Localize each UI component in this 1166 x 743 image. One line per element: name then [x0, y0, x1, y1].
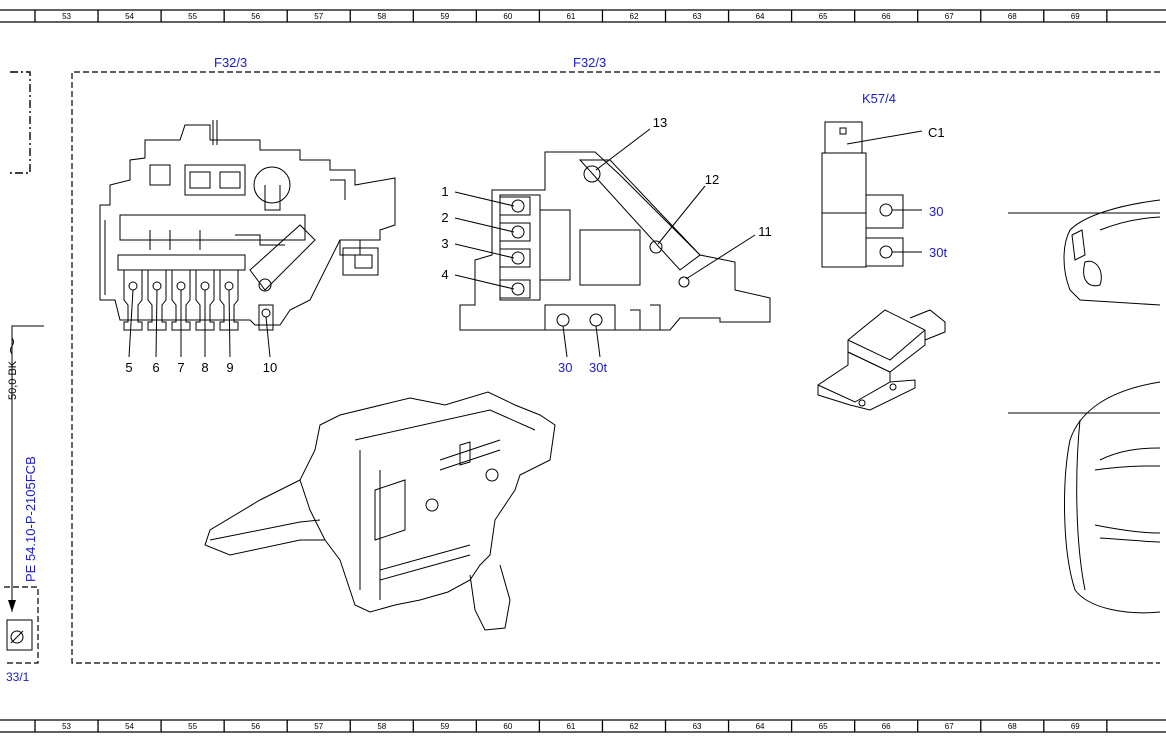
wire-color-label: 50,0 BK	[7, 360, 19, 400]
top-column-56: 56	[251, 12, 260, 21]
top-column-66: 66	[882, 12, 891, 21]
bottom-column-65: 65	[819, 722, 828, 731]
bottom-column-66: 66	[882, 722, 891, 731]
bottom-column-60: 60	[503, 722, 512, 731]
top-column-67: 67	[945, 12, 954, 21]
top-column-58: 58	[377, 12, 386, 21]
callout-4: 4	[441, 267, 448, 282]
top-column-53: 53	[62, 12, 71, 21]
top-column-68: 68	[1008, 12, 1017, 21]
top-column-59: 59	[440, 12, 449, 21]
fuse-slot	[195, 269, 215, 331]
relay-isometric-drawing	[817, 309, 946, 411]
bottom-column-55: 55	[188, 722, 197, 731]
top-column-64: 64	[756, 12, 765, 21]
left-fuse-slots	[123, 269, 274, 331]
callout-7: 7	[177, 360, 184, 375]
callout-8: 8	[201, 360, 208, 375]
fuse-box-left-drawing	[99, 120, 396, 326]
vehicle-location-front	[1008, 199, 1161, 306]
bottom-column-61: 61	[566, 722, 575, 731]
callout-13: 13	[653, 115, 667, 130]
top-column-63: 63	[693, 12, 702, 21]
left-connector-box	[10, 71, 31, 174]
f32-right-label[interactable]: F32/3	[573, 55, 606, 70]
bottom-column-69: 69	[1071, 722, 1080, 731]
top-column-57: 57	[314, 12, 323, 21]
vehicle-location-top	[1008, 381, 1161, 614]
arrow-down-icon	[8, 600, 16, 612]
bottom-column-68: 68	[1008, 722, 1017, 731]
fuse-box-isometric-drawing	[204, 391, 556, 631]
fuse-slot	[171, 269, 191, 331]
relay-terminal-30t-link[interactable]: 30t	[929, 245, 947, 260]
top-ruler: 53 54 55 56 57 58 59 60 61 62 63 64 65 66 67 68 69	[0, 9, 1166, 23]
fuse-slot	[219, 269, 239, 331]
top-column-65: 65	[819, 12, 828, 21]
callout-1: 1	[441, 184, 448, 199]
pe-reference-link[interactable]: PE 54.10-P-2105FCB	[23, 456, 38, 582]
fuse-slot	[123, 269, 143, 331]
bottom-column-54: 54	[125, 722, 134, 731]
bottom-column-59: 59	[440, 722, 449, 731]
bottom-column-63: 63	[693, 722, 702, 731]
right-fuse-terminals	[500, 196, 531, 299]
vertical-wire	[8, 325, 44, 612]
ground-connector-box	[4, 586, 39, 664]
bottom-ruler: 53 54 55 56 57 58 59 60 61 62 63 64 65 66 67 68 69	[0, 719, 1166, 733]
fuse-slot	[147, 269, 167, 331]
top-column-55: 55	[188, 12, 197, 21]
top-column-61: 61	[566, 12, 575, 21]
bottom-column-53: 53	[62, 722, 71, 731]
bottom-column-57: 57	[314, 722, 323, 731]
callout-9: 9	[226, 360, 233, 375]
top-column-62: 62	[630, 12, 639, 21]
ground-symbol-icon	[10, 630, 24, 644]
f32-left-label[interactable]: F32/3	[214, 55, 247, 70]
bottom-reference-link[interactable]: 33/1	[6, 670, 30, 684]
callout-12: 12	[705, 172, 719, 187]
relay-terminal-30-link[interactable]: 30	[929, 204, 943, 219]
fuse-terminal-30t-link[interactable]: 30t	[589, 360, 607, 375]
connector-c1-label: C1	[928, 125, 945, 140]
callout-2: 2	[441, 210, 448, 225]
component-frame	[71, 71, 1160, 664]
callout-10: 10	[263, 360, 277, 375]
ground-terminal	[6, 619, 33, 651]
callout-6: 6	[152, 360, 159, 375]
bottom-column-56: 56	[251, 722, 260, 731]
callout-11: 11	[758, 224, 772, 239]
top-column-69: 69	[1071, 12, 1080, 21]
bottom-column-58: 58	[377, 722, 386, 731]
top-column-60: 60	[503, 12, 512, 21]
k57-label[interactable]: K57/4	[862, 91, 896, 106]
bottom-column-64: 64	[756, 722, 765, 731]
callout-5: 5	[125, 360, 132, 375]
fuse-slot	[258, 304, 274, 331]
callout-3: 3	[441, 236, 448, 251]
bottom-column-67: 67	[945, 722, 954, 731]
fuse-terminal-30-link[interactable]: 30	[558, 360, 572, 375]
top-column-54: 54	[125, 12, 134, 21]
left-callout-group: 5 6 7 8 9 10	[125, 289, 277, 375]
bottom-column-62: 62	[630, 722, 639, 731]
relay-k57-drawing	[821, 121, 923, 268]
